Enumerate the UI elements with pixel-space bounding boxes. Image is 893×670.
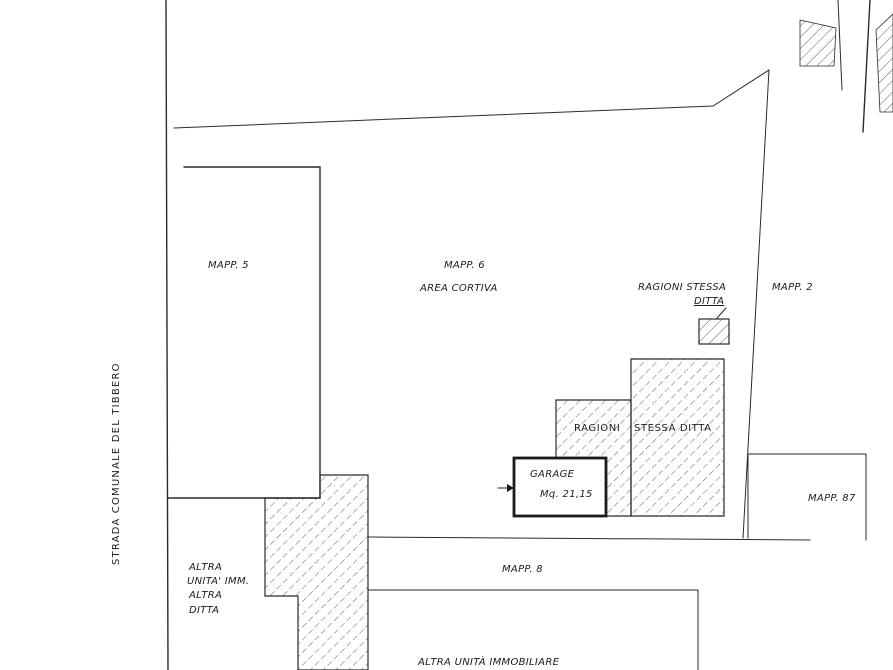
mapp6-label: MAPP. 6 <box>444 260 485 271</box>
mapp87-outline <box>747 453 867 541</box>
hatched-building-stessa-ditta <box>630 358 725 517</box>
top-right-hatched-fragment-2 <box>875 13 893 113</box>
stessa-ditta-label: STESSA DITTA <box>634 423 712 434</box>
altra-unita-bottom-label: ALTRA UNITÀ IMMOBILIARE <box>417 655 560 668</box>
mapp2-label: MAPP. 2 <box>772 282 813 293</box>
street-label: STRADA COMUNALE DEL TIBBERO <box>111 362 122 565</box>
ragioni-label: RAGIONI <box>574 423 620 434</box>
street-boundary-line <box>165 0 169 670</box>
courtyard-top-boundary <box>173 69 770 539</box>
top-right-line-a <box>837 0 843 91</box>
altra-unita-line2: UNITA' IMM. <box>187 576 249 587</box>
arrowhead-icon <box>507 484 514 492</box>
small-hatched-box <box>698 318 730 345</box>
mapp8-label: MAPP. 8 <box>502 564 543 575</box>
top-right-hatched-fragment <box>799 19 837 67</box>
mapp5-label: MAPP. 5 <box>208 260 249 271</box>
mapp87-label: MAPP. 87 <box>808 493 856 504</box>
altra-unita-line4: DITTA <box>189 605 219 616</box>
ragioni-stessa-top-label: RAGIONI STESSA <box>638 282 726 293</box>
mapp5-building-outline <box>167 166 321 499</box>
ditta-pointer-line <box>716 307 727 319</box>
garage-area-label: Mq. 21,15 <box>540 489 593 500</box>
area-cortiva-label: AREA CORTIVA <box>419 283 498 294</box>
hatched-block-left <box>264 474 369 670</box>
garage-label: GARAGE <box>530 469 575 480</box>
altra-unita-line1: ALTRA <box>188 562 222 573</box>
ditta-top-label: DITTA <box>694 296 724 307</box>
altra-unita-line3: ALTRA <box>188 590 222 601</box>
garage-outline <box>512 456 608 518</box>
top-right-line-b <box>862 0 871 133</box>
mapp8-top-line <box>367 536 811 541</box>
